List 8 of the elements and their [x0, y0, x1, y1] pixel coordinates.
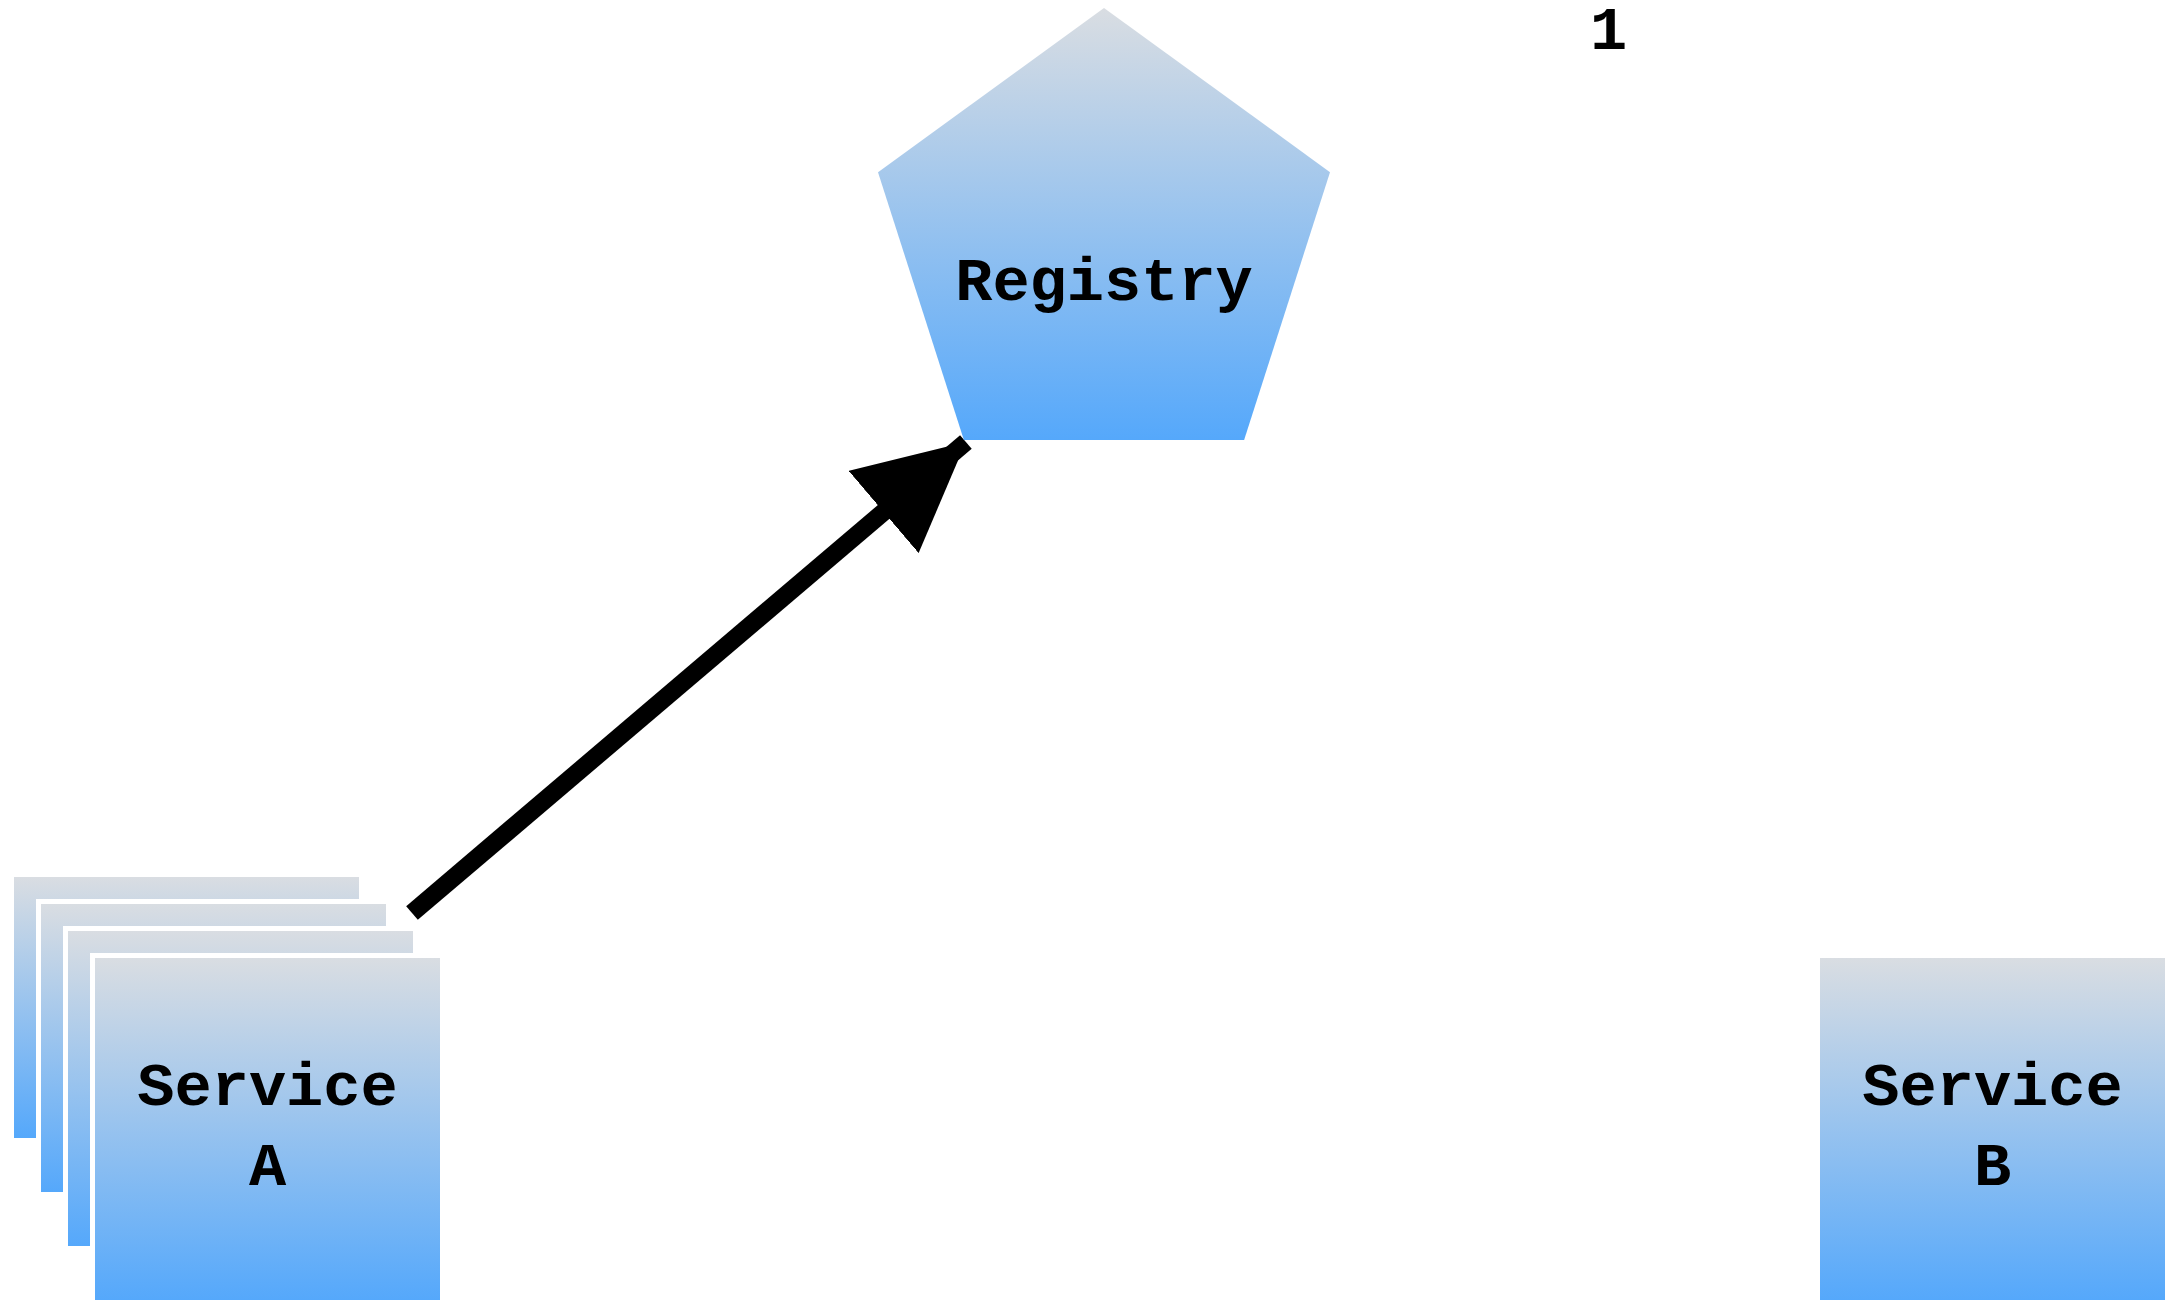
- node-label: Service A: [136, 1052, 399, 1206]
- number-label: 1: [1590, 0, 1628, 66]
- arrow: [406, 435, 972, 920]
- service-card: [95, 958, 440, 1300]
- node-label: Service B: [1861, 1052, 2124, 1206]
- service-card: [1820, 958, 2165, 1300]
- registry-pentagon: [878, 8, 1330, 440]
- node-label: Registry: [954, 247, 1254, 321]
